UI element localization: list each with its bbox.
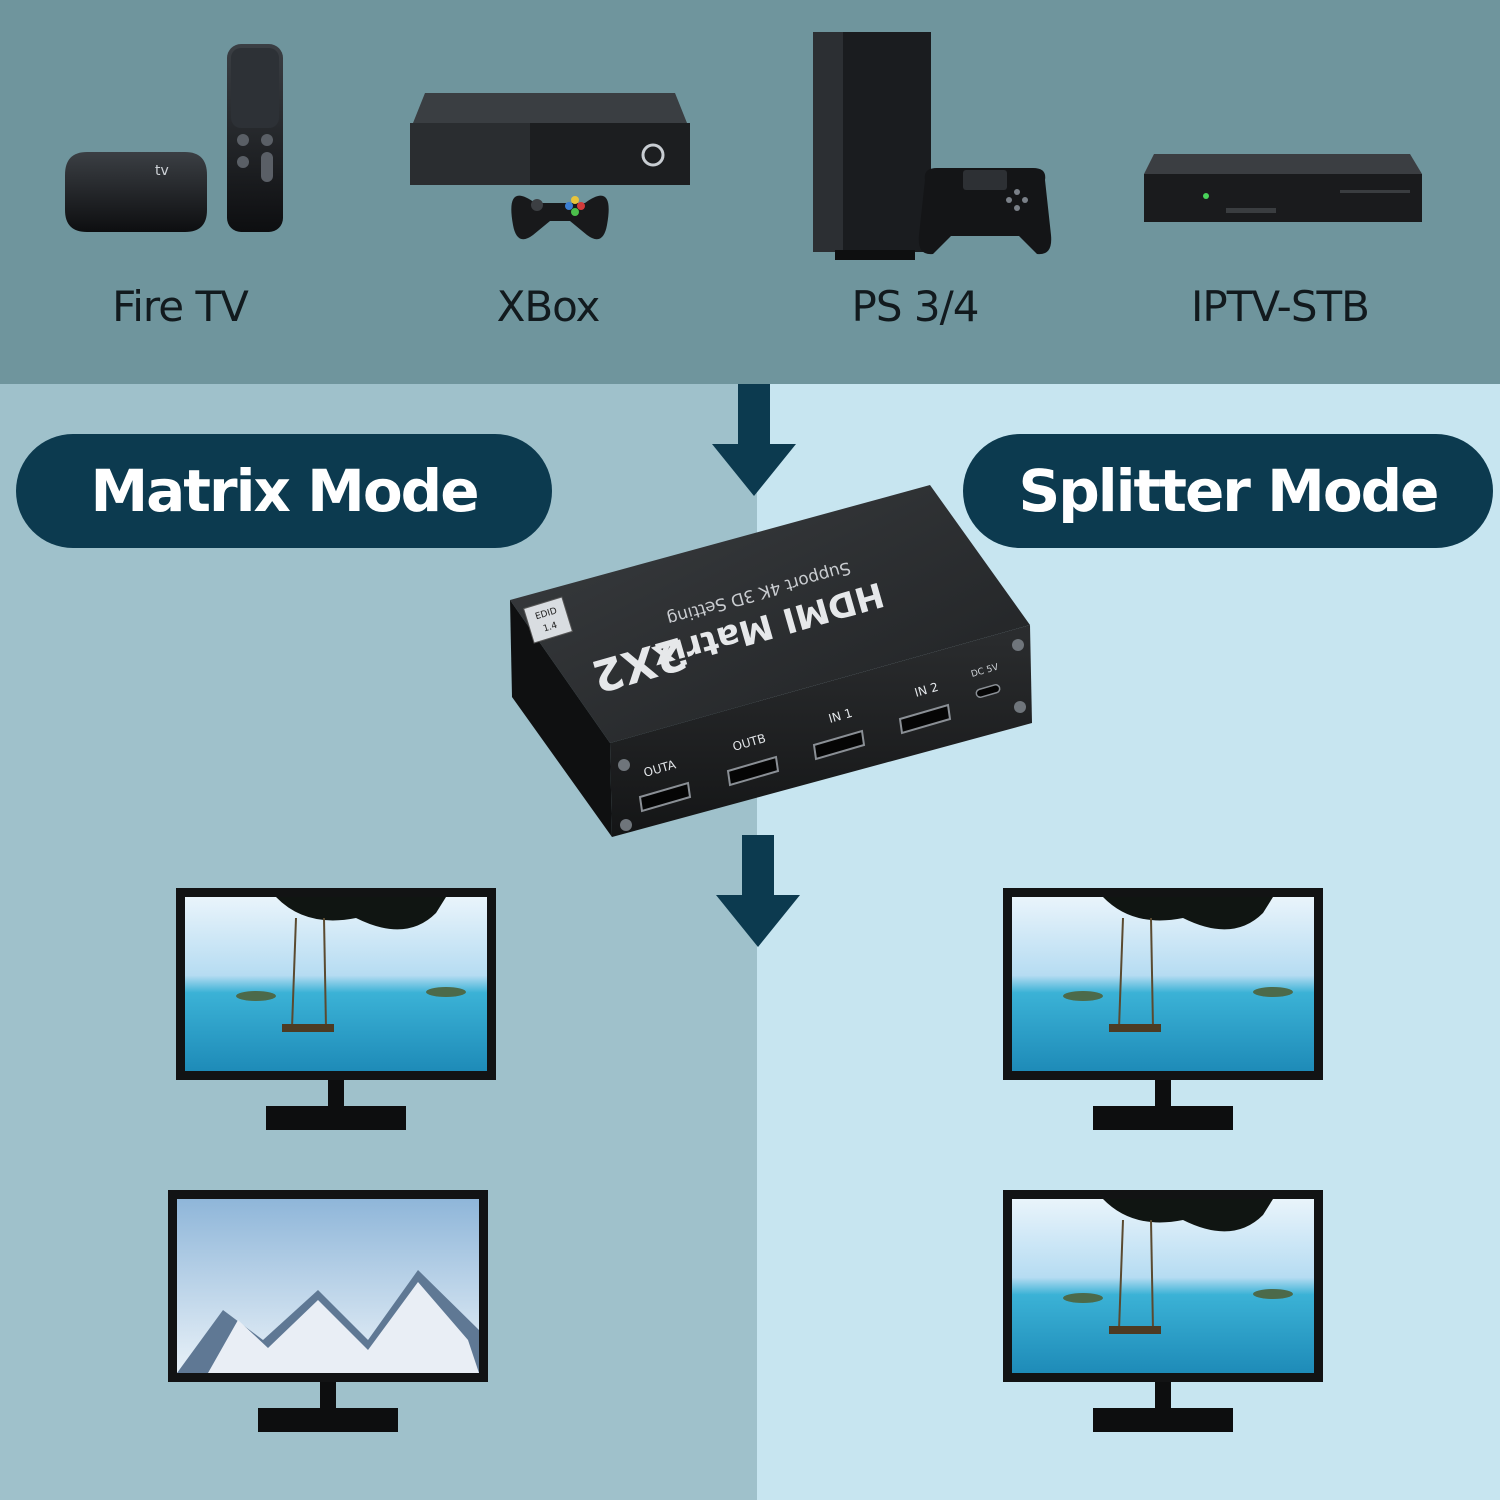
monitor-snowy-mountains-icon — [168, 1190, 488, 1438]
port-in2: IN 2 — [898, 680, 952, 735]
monitor-beach-swing-icon — [176, 888, 496, 1136]
svg-text:IN 1: IN 1 — [827, 706, 854, 726]
svg-text:tv: tv — [155, 163, 169, 179]
down-arrow-icon — [712, 384, 796, 496]
splitter-mode-pill: Splitter Mode — [963, 434, 1493, 548]
edid-value: 1.4 — [542, 621, 559, 635]
svg-text:IN 2: IN 2 — [913, 680, 940, 700]
hdmi-matrix-device: HDMI Matrix Support 4K 3D Setting 2X2 ED… — [500, 475, 1050, 855]
monitor-beach-swing-icon — [1003, 1190, 1323, 1438]
xbox-console-icon — [405, 85, 695, 250]
port-in1: IN 1 — [812, 706, 866, 761]
device-label-fire-tv: Fire TV — [112, 282, 249, 331]
playstation-console-icon — [805, 30, 1055, 265]
down-arrow-icon — [716, 835, 800, 947]
device-label-iptv-stb: IPTV-STB — [1191, 282, 1370, 331]
device-label-xbox: XBox — [496, 282, 601, 331]
set-top-box-icon — [1140, 150, 1425, 230]
device-label-playstation: PS 3/4 — [851, 282, 980, 331]
monitor-beach-swing-icon — [1003, 888, 1323, 1136]
fire-tv-device-icon: tv — [55, 40, 295, 240]
matrix-mode-pill: Matrix Mode — [16, 434, 552, 548]
